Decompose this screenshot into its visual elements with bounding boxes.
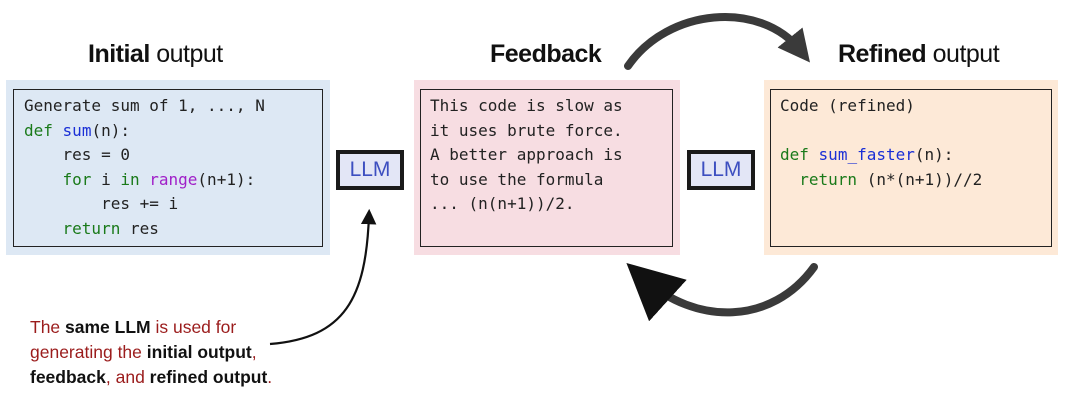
keyword-return: return [62, 218, 121, 238]
keyword-def: def [24, 120, 53, 140]
initial-heading-bold: Initial [88, 40, 150, 68]
refined-keyword-return: return [799, 169, 858, 189]
code-line-accumulate: res += i [101, 194, 179, 213]
return-value: res [120, 218, 159, 238]
feedback-heading-bold: Feedback [490, 40, 602, 68]
keyword-for: for [62, 169, 92, 189]
arrow-note-to-llm [269, 208, 377, 346]
note-line-3: feedback, and refined output. [30, 367, 273, 387]
feedback-line-2: it uses brute force. [430, 120, 623, 140]
builtin-range: range [149, 169, 198, 189]
llm-label-2: LLM [700, 158, 742, 181]
refined-code-box: Code (refined) def sum_faster(n): return… [770, 89, 1052, 247]
refined-signature-rest: (n): [914, 145, 954, 164]
range-args: (n+1): [197, 169, 256, 189]
initial-output-panel: Generate sum of 1, ..., N def sum(n): re… [6, 80, 330, 255]
refined-output-heading: Refined output [838, 40, 1000, 69]
refined-header-line: Code (refined) [780, 96, 915, 115]
initial-prompt-line: Generate sum of 1, ..., N [24, 96, 265, 115]
refined-keyword-def: def [780, 145, 809, 164]
note-line-1: The same LLM is used for [30, 317, 237, 337]
initial-output-heading: Initial output [88, 40, 223, 69]
feedback-text-box: This code is slow as it uses brute force… [420, 89, 673, 247]
arrow-refined-to-feedback [626, 262, 818, 322]
signature-rest: (n): [91, 120, 130, 140]
feedback-panel: This code is slow as it uses brute force… [414, 80, 680, 255]
llm-box-refine: LLM [687, 150, 755, 190]
feedback-line-1: This code is slow as [430, 96, 623, 115]
feedback-line-4: to use the formula [430, 169, 604, 189]
refined-function-name: sum_faster [818, 145, 915, 164]
llm-label-1: LLM [349, 158, 391, 181]
refined-output-panel: Code (refined) def sum_faster(n): return… [764, 80, 1058, 255]
initial-code-box: Generate sum of 1, ..., N def sum(n): re… [13, 89, 323, 247]
loop-variable: i [91, 169, 121, 189]
refined-heading-rest: output [926, 40, 1000, 68]
feedback-line-5: ... (n(n+1))/2. [430, 194, 575, 213]
feedback-line-3: A better approach is [430, 145, 623, 164]
function-name: sum [62, 120, 92, 140]
initial-heading-rest: output [149, 40, 223, 68]
llm-box-feedback: LLM [336, 150, 404, 190]
refined-heading-bold: Refined [838, 40, 927, 68]
arrow-feedback-to-refined [624, 13, 811, 70]
keyword-in: in [120, 169, 140, 189]
refined-return-expr: (n*(n+1))//2 [857, 169, 983, 189]
same-llm-note: The same LLM is used for generating the … [30, 315, 272, 390]
feedback-heading: Feedback [490, 40, 602, 69]
note-line-2: generating the initial output, [30, 342, 257, 362]
code-line-assign: res = 0 [62, 145, 130, 164]
